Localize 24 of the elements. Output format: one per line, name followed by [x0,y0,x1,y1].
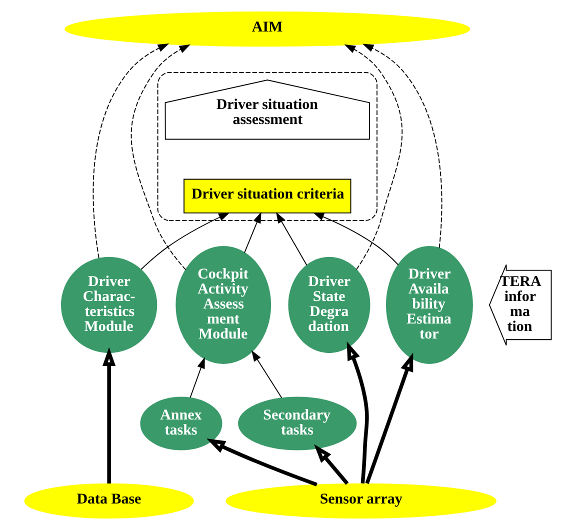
arrow [314,444,349,485]
arrow [312,212,399,266]
arrow [190,357,205,398]
arrow [276,212,308,266]
arrow [346,341,369,484]
node-ellipse: Driver State Degra dation [288,256,370,354]
arrow [344,44,403,270]
arrow [140,212,230,270]
node-ellipse: AIM [64,11,470,47]
arrow [102,347,116,484]
node-ellipse: Secondary tasks [238,396,357,450]
node-box: Driver situation criteria [184,178,352,214]
arrow [130,44,191,270]
arrow [362,44,442,249]
node-circle: Driver Charac- teristics Module [60,256,158,354]
node-ellipse: Annex tasks [140,396,222,450]
node-ellipse: Sensor array [226,483,496,519]
arrow [206,438,318,486]
arrow [92,44,170,259]
arrow [251,350,282,398]
arrow [365,352,414,484]
arrow [244,212,262,254]
node-ellipse: Data Base [24,483,194,519]
node-ellipse: Driver Availa bility Estima tor [386,246,473,364]
